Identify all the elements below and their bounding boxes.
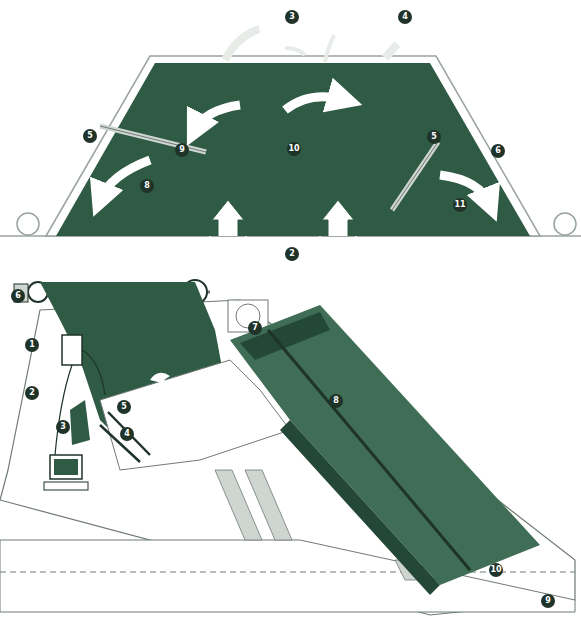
- callout-number: 4: [120, 427, 134, 441]
- exhaust-arrows: [225, 25, 408, 62]
- callout-number: 3: [285, 10, 299, 24]
- callout-number: 9: [175, 143, 189, 157]
- callout-number: 1: [25, 338, 39, 352]
- callout-number: 9: [541, 594, 555, 608]
- probes: [100, 126, 438, 210]
- callout-number: 8: [140, 179, 154, 193]
- callout-number: 2: [25, 386, 39, 400]
- callout-number: 10: [489, 563, 503, 577]
- outer-cover: [46, 56, 540, 236]
- callout-number: 3: [56, 420, 70, 434]
- callout-number: 6: [491, 144, 505, 158]
- callout-number: 8: [329, 394, 343, 408]
- roller: [17, 213, 39, 235]
- callout-number: 10: [287, 142, 301, 156]
- callout-number: 6: [11, 289, 25, 303]
- callout-number: 5: [117, 400, 131, 414]
- roller: [554, 213, 576, 235]
- callout-number: 4: [398, 10, 412, 24]
- machine: [0, 280, 575, 615]
- air-inlets: [210, 200, 356, 250]
- callout-number: 11: [453, 198, 467, 212]
- green-cross-section: [56, 63, 530, 236]
- callout-number: 5: [427, 130, 441, 144]
- callout-number: 5: [83, 129, 97, 143]
- callout-number: 2: [285, 247, 299, 261]
- callout-number: 7: [248, 321, 262, 335]
